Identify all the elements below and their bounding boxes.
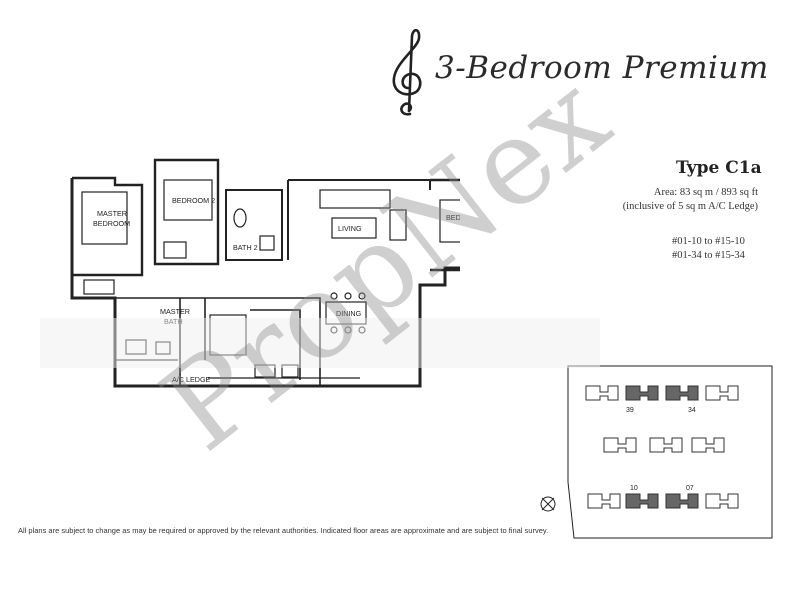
bedroom2-wall (153, 158, 220, 266)
unit-area: Area: 83 sq m / 893 sq ft (653, 187, 758, 198)
unit-range-2: #01-34 to #15-34 (672, 250, 745, 261)
floor-plan: MASTER BEDROOM BEDROOM 2 BATH 2 LIVING B… (70, 158, 460, 388)
key-plan: 39 34 10 07 (540, 365, 773, 539)
room-label-ac-ledge: A/C LEDGE (172, 375, 211, 384)
room-label-master-bedroom-2: BEDROOM (93, 219, 130, 228)
room-label-living: LIVING (338, 224, 362, 233)
unit-range-1: #01-10 to #15-10 (672, 236, 745, 247)
room-label-bath2: BATH 2 (233, 243, 258, 252)
outer-wall (70, 178, 460, 388)
sofa (319, 189, 391, 209)
keyplan-label-07: 07 (686, 485, 694, 492)
bed3 (439, 199, 460, 243)
room-label-master-bedroom-1: MASTER (97, 209, 127, 218)
disclaimer: All plans are subject to change as may b… (18, 526, 549, 535)
living-wall (287, 179, 431, 260)
keyplan-label-10: 10 (630, 485, 638, 492)
keyplan-label-39: 39 (626, 407, 634, 414)
unit-type: Type C1a (676, 158, 762, 178)
armchair (389, 209, 407, 241)
coffee-table (331, 217, 377, 239)
master-bed (81, 191, 128, 245)
room-label-bedroom3: BEDROOM 3 (446, 213, 460, 222)
room-label-bedroom2: BEDROOM 2 (172, 196, 215, 205)
bed2 (163, 179, 213, 221)
site-boundary (567, 365, 773, 539)
room-label-master-bath-2: BATH (164, 317, 183, 326)
bedroom3-wall (430, 178, 460, 272)
room-label-dining: DINING (336, 309, 362, 318)
unit-ledge-note: (inclusive of 5 sq m A/C Ledge) (622, 201, 758, 212)
treble-clef-icon (392, 28, 422, 116)
master-bedroom-wall (72, 176, 144, 277)
room-label-master-bath-1: MASTER (160, 307, 190, 316)
page-title: 3-Bedroom Premium (435, 50, 769, 86)
keyplan-label-34: 34 (688, 407, 696, 414)
north-compass-icon (540, 496, 556, 512)
bath2-wall (225, 189, 283, 261)
ledge-wall (115, 359, 360, 379)
